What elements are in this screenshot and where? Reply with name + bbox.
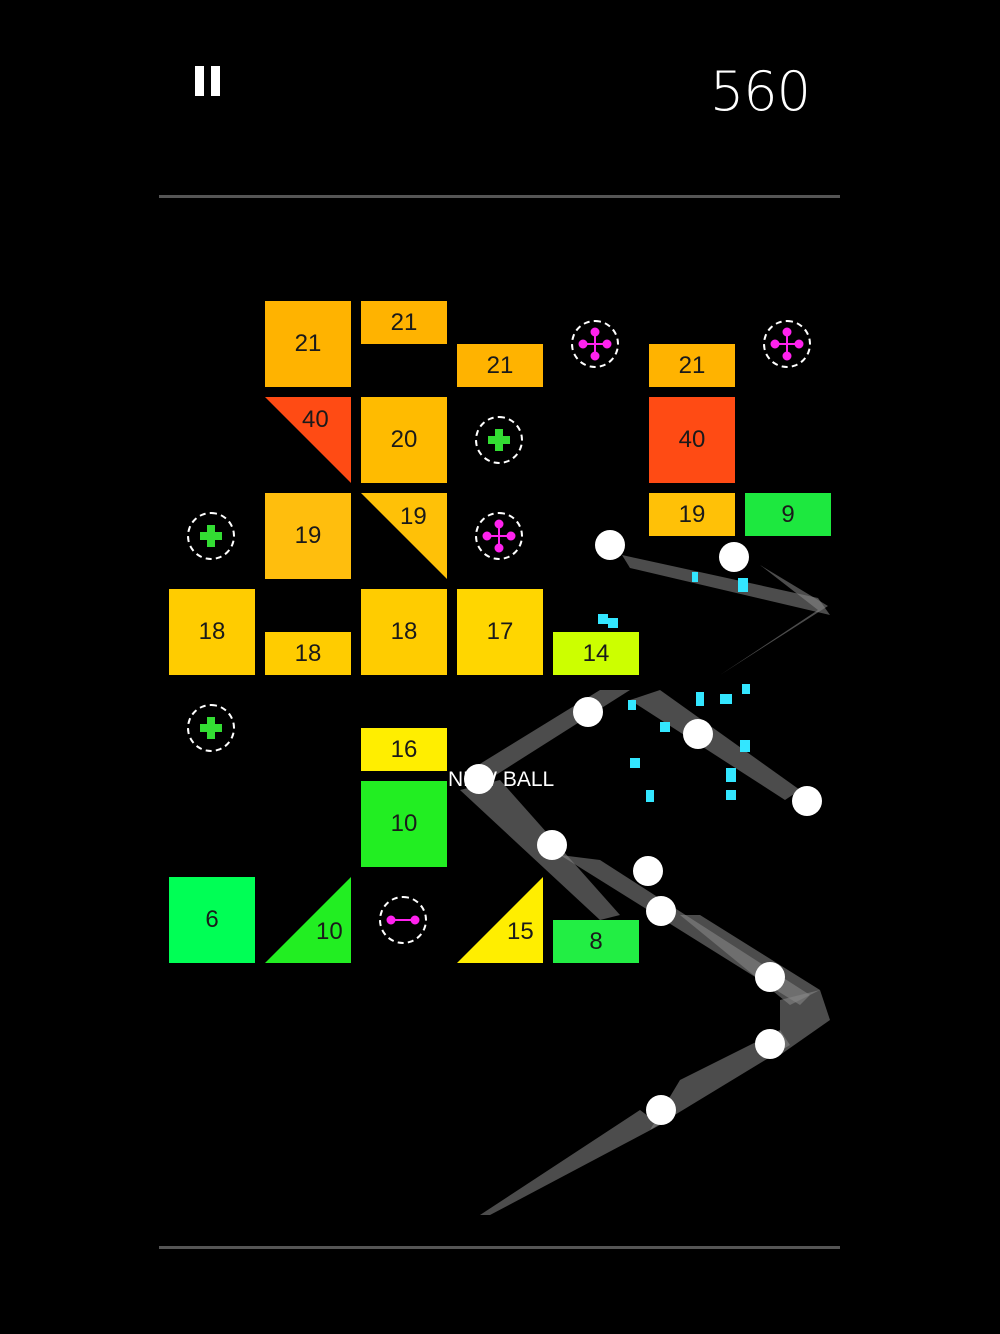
trail-streak — [622, 555, 830, 615]
ball — [755, 1029, 785, 1059]
shard — [696, 692, 704, 706]
brick: 17 — [457, 589, 543, 675]
plus-icon — [200, 717, 222, 739]
trail-streak — [680, 915, 820, 1005]
triangle-brick-label: 19 — [400, 503, 427, 530]
extra-ball-powerup — [187, 512, 235, 560]
shard — [598, 614, 608, 624]
ball — [646, 1095, 676, 1125]
brick: 21 — [265, 301, 351, 387]
shard — [726, 790, 736, 800]
four-way-split-icon — [770, 327, 804, 361]
plus-icon — [488, 429, 510, 451]
shard — [608, 618, 618, 628]
shard — [738, 578, 748, 592]
brick: 18 — [361, 589, 447, 675]
shard — [646, 790, 654, 802]
split-ball-powerup — [571, 320, 619, 368]
trail-streak — [720, 565, 828, 675]
split-ball-powerup — [475, 512, 523, 560]
shard — [692, 572, 698, 582]
brick: 20 — [361, 397, 447, 483]
ball — [683, 719, 713, 749]
extra-ball-powerup — [187, 704, 235, 752]
brick: 19 — [649, 493, 735, 536]
ball — [646, 896, 676, 926]
shard — [742, 684, 750, 694]
four-way-split-icon — [482, 519, 516, 553]
ball — [792, 786, 822, 816]
plus-icon — [200, 525, 222, 547]
brick: 14 — [553, 632, 639, 675]
shard — [630, 758, 640, 768]
four-way-split-icon — [578, 327, 612, 361]
ball — [464, 764, 494, 794]
brick: 21 — [361, 301, 447, 344]
score-display: 560 — [709, 60, 811, 123]
laser-powerup — [379, 896, 427, 944]
triangle-brick — [361, 493, 447, 579]
trail-streak — [780, 990, 830, 1055]
brick: 10 — [361, 781, 447, 867]
brick: 9 — [745, 493, 831, 536]
brick: 16 — [361, 728, 447, 771]
triangle-brick — [457, 877, 543, 963]
brick: 19 — [265, 493, 351, 579]
top-divider — [159, 195, 840, 198]
triangle-brick — [265, 877, 351, 963]
ball — [633, 856, 663, 886]
split-ball-powerup — [763, 320, 811, 368]
brick: 18 — [169, 589, 255, 675]
horizontal-laser-icon — [386, 915, 420, 925]
triangle-brick-label: 15 — [507, 918, 534, 945]
brick: 21 — [457, 344, 543, 387]
ball — [537, 830, 567, 860]
brick: 21 — [649, 344, 735, 387]
brick: 18 — [265, 632, 351, 675]
shard — [628, 700, 636, 710]
trail-streak — [630, 690, 800, 800]
trail-streak — [470, 690, 630, 780]
triangle-brick-label: 10 — [316, 918, 343, 945]
bottom-divider — [159, 1246, 840, 1249]
pause-button[interactable] — [190, 62, 232, 102]
ball — [719, 542, 749, 572]
ball — [573, 697, 603, 727]
ball — [595, 530, 625, 560]
brick: 8 — [553, 920, 639, 963]
shard — [660, 722, 670, 732]
shard — [726, 768, 736, 782]
brick: 40 — [649, 397, 735, 483]
shard — [720, 694, 732, 704]
triangle-brick — [265, 397, 351, 483]
trail-streak — [650, 1030, 790, 1130]
shard — [740, 740, 750, 752]
triangle-brick-label: 40 — [302, 406, 329, 433]
brick: 6 — [169, 877, 255, 963]
trail-streak — [480, 1110, 660, 1215]
ball — [755, 962, 785, 992]
extra-ball-powerup — [475, 416, 523, 464]
